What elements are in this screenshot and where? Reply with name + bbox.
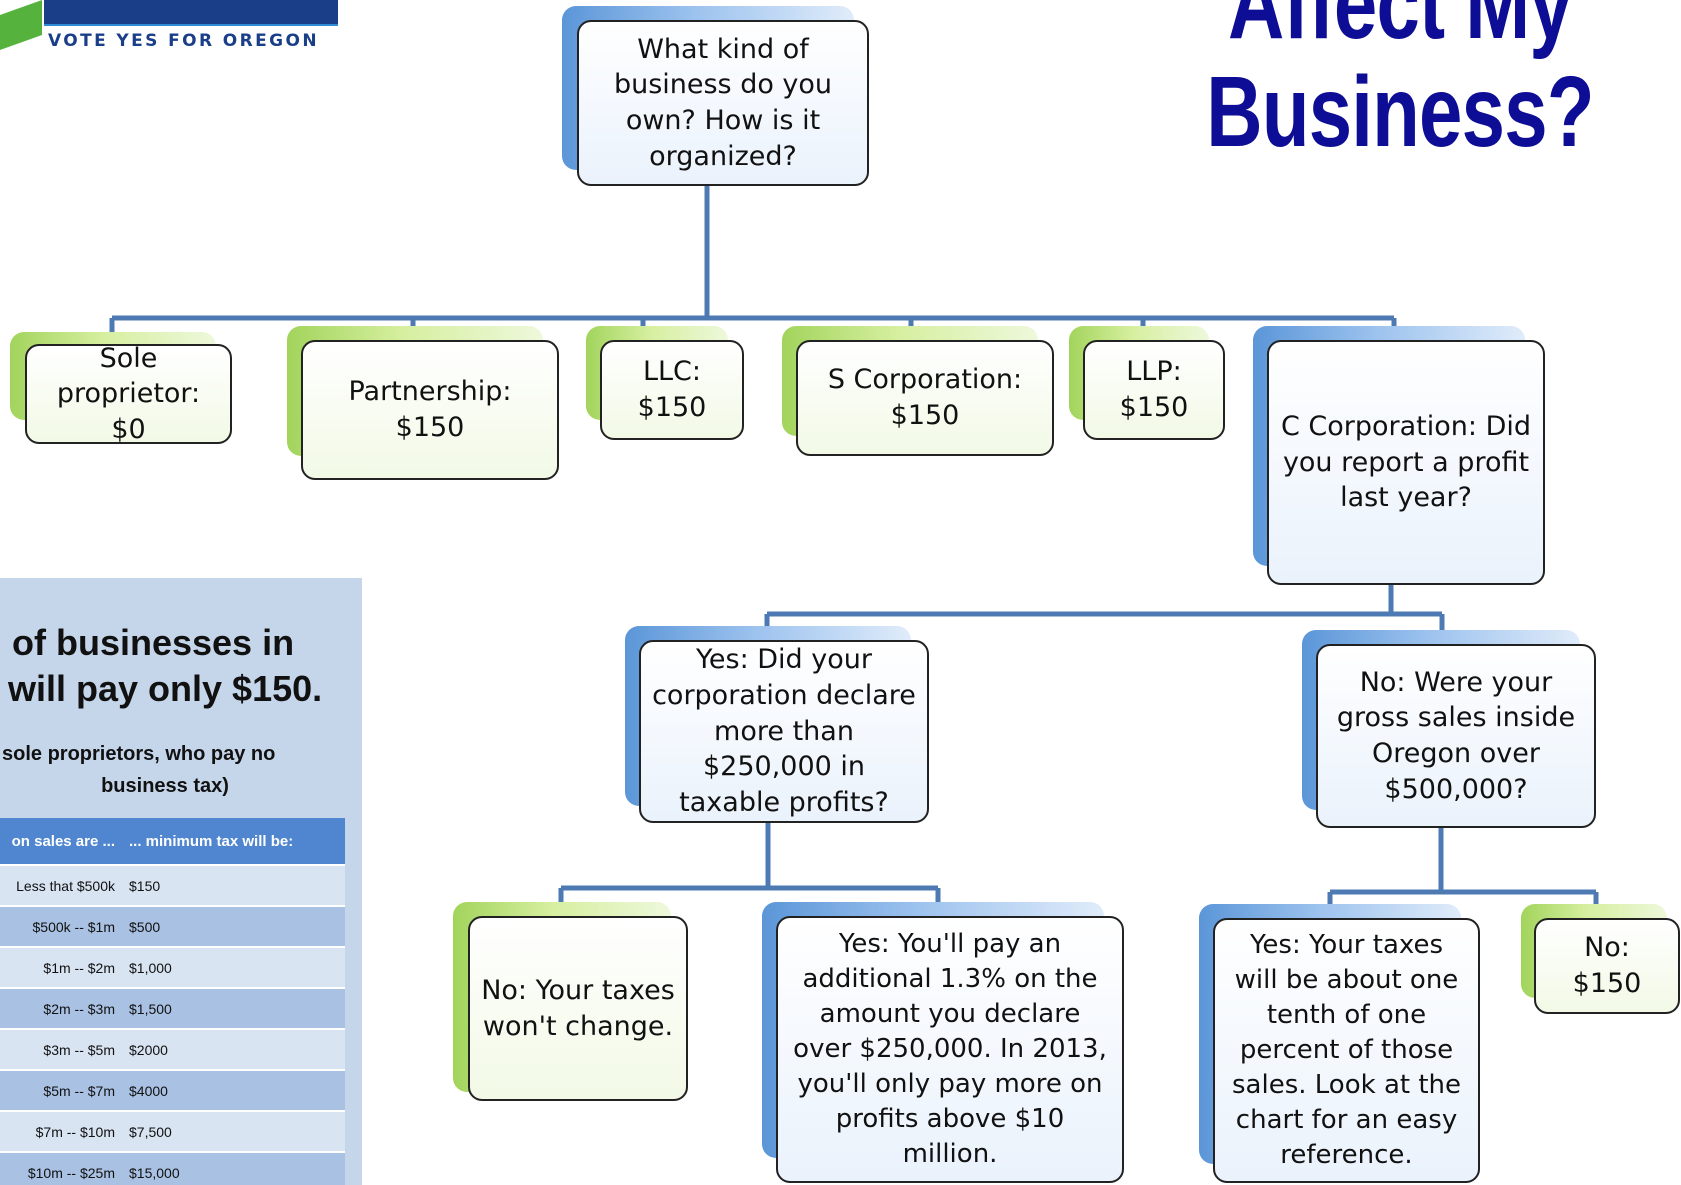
- table-cell-sales: $7m -- $10m: [0, 1110, 123, 1152]
- table-row: $500k -- $1m $500: [0, 905, 345, 947]
- node-llp-label: LLP: $150: [1083, 340, 1225, 440]
- panel-headline-line-1: of businesses in: [12, 622, 295, 663]
- node-root-label: What kind of business do you own? How is…: [577, 20, 869, 186]
- panel-headline-line-2: will pay only $150.: [8, 668, 323, 709]
- panel-subtext-line-1: sole proprietors, who pay no: [2, 743, 276, 765]
- page-title: Affect My Business?: [1205, 0, 1595, 166]
- node-no-150-label: No: $150: [1534, 918, 1680, 1014]
- table-cell-tax: $1,000: [123, 946, 345, 988]
- table-cell-sales: $2m -- $3m: [0, 987, 123, 1029]
- table-cell-tax: $1,500: [123, 987, 345, 1029]
- table-row: $2m -- $3m $1,500: [0, 987, 345, 1029]
- node-yes-tenth-label: Yes: Your taxes will be about one tenth …: [1213, 918, 1480, 1183]
- table-cell-tax: $150: [123, 864, 345, 906]
- table-cell-sales: $500k -- $1m: [0, 905, 123, 947]
- table-row: Less that $500k $150: [0, 864, 345, 906]
- node-no-profit-label: No: Were your gross sales inside Oregon …: [1316, 644, 1596, 828]
- title-line-1: Affect My: [1227, 0, 1573, 60]
- node-yes-profit-label: Yes: Did your corporation declare more t…: [639, 640, 929, 823]
- table-row: $10m -- $25m $15,000: [0, 1151, 345, 1185]
- table-cell-tax: $500: [123, 905, 345, 947]
- table-header-row: on sales are ... ... minimum tax will be…: [0, 818, 345, 865]
- node-ccorp-label: C Corporation: Did you report a profit l…: [1267, 340, 1545, 585]
- logo-banner: [44, 0, 338, 26]
- logo-tagline: VOTE YES FOR OREGON: [48, 31, 319, 51]
- minimum-tax-table: on sales are ... ... minimum tax will be…: [0, 818, 345, 1185]
- table-cell-tax: $7,500: [123, 1110, 345, 1152]
- table-cell-tax: $2000: [123, 1028, 345, 1070]
- node-no-change-label: No: Your taxes won't change.: [468, 916, 688, 1101]
- table-row: $5m -- $7m $4000: [0, 1069, 345, 1111]
- table-row: $3m -- $5m $2000: [0, 1028, 345, 1070]
- table-header-tax: ... minimum tax will be:: [123, 818, 345, 865]
- table-row: $7m -- $10m $7,500: [0, 1110, 345, 1152]
- table-cell-sales: $1m -- $2m: [0, 946, 123, 988]
- node-llc-label: LLC: $150: [600, 340, 744, 440]
- panel-headline: of businesses in will pay only $150.: [0, 620, 362, 712]
- node-yes-additional-label: Yes: You'll pay an additional 1.3% on th…: [776, 916, 1124, 1183]
- panel-subtext-line-2: business tax): [101, 775, 229, 797]
- node-partnership-label: Partnership: $150: [301, 340, 559, 480]
- title-line-2: Business?: [1206, 56, 1594, 168]
- table-cell-sales: $5m -- $7m: [0, 1069, 123, 1111]
- table-row: $1m -- $2m $1,000: [0, 946, 345, 988]
- info-panel: of businesses in will pay only $150. sol…: [0, 578, 362, 1185]
- table-cell-tax: $4000: [123, 1069, 345, 1111]
- table-cell-sales: $10m -- $25m: [0, 1151, 123, 1185]
- node-sole-label: Sole proprietor: $0: [25, 343, 232, 445]
- panel-subtext: sole proprietors, who pay no business ta…: [0, 738, 330, 802]
- table-cell-sales: $3m -- $5m: [0, 1028, 123, 1070]
- table-cell-tax: $15,000: [123, 1151, 345, 1185]
- table-header-sales: on sales are ...: [0, 818, 123, 865]
- logo: VOTE YES FOR OREGON: [0, 0, 348, 56]
- table-cell-sales: Less that $500k: [0, 864, 123, 906]
- node-scorp-label: S Corporation: $150: [796, 340, 1054, 456]
